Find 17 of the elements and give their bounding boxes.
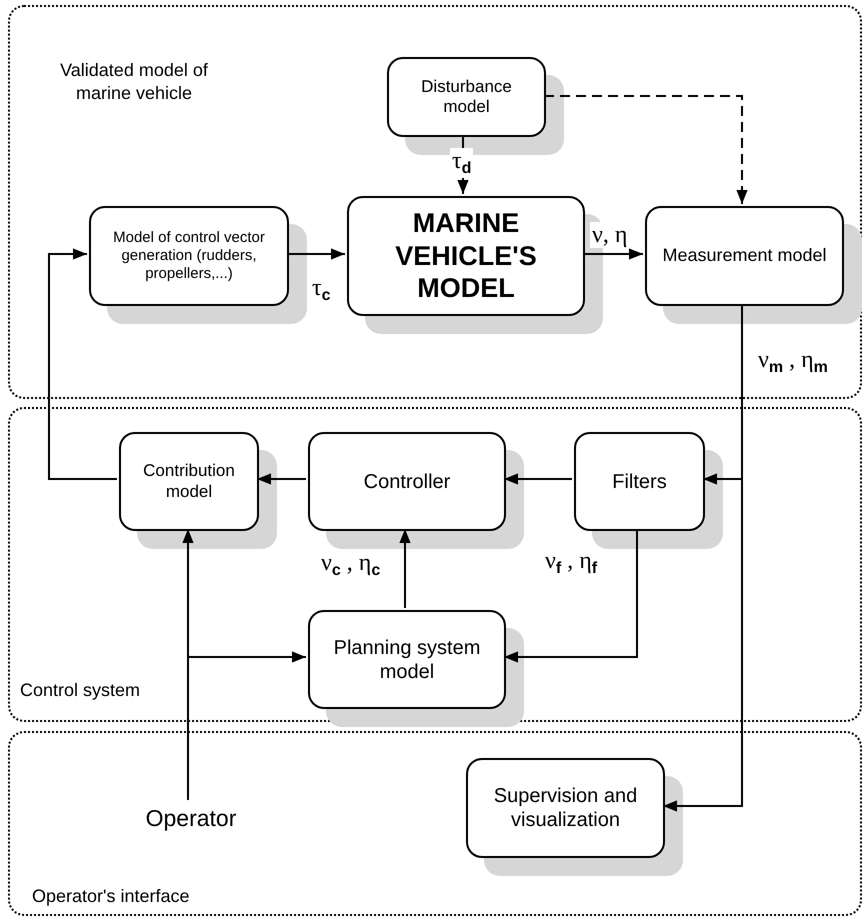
arrow: [187, 651, 306, 800]
edge-label: τ$_{d}$: [450, 148, 474, 178]
arrow: [504, 473, 572, 485]
operator-label: Operator: [131, 802, 251, 834]
arrow: [504, 529, 638, 663]
arrow: [48, 248, 117, 480]
arrow: [287, 248, 345, 260]
arrow: [399, 529, 411, 608]
arrow: [583, 248, 643, 260]
arrow: [257, 473, 306, 485]
dashed-arrow: [544, 95, 748, 204]
group-title: Control system: [20, 679, 140, 702]
dotted-group-frame: [8, 407, 862, 722]
dotted-group-frame: [8, 731, 862, 916]
group-title: Validated model of marine vehicle: [59, 59, 209, 104]
dotted-group-frame: [8, 5, 862, 399]
group-title: Operator's interface: [32, 885, 190, 908]
